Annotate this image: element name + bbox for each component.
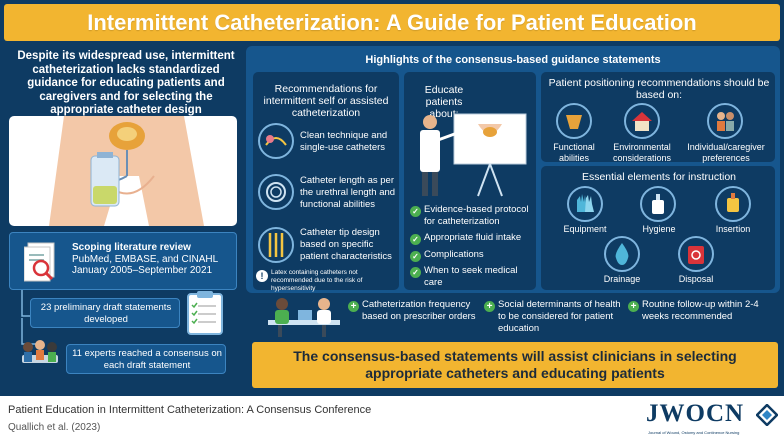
journal-logo: JWOCN (646, 400, 745, 427)
expert-consensus-text: 11 experts reached a consensus on each d… (72, 348, 222, 371)
latex-warning: Latex containing catheters not recommend… (271, 269, 363, 292)
gloves-icon (567, 186, 603, 222)
check-icon: ✓ (410, 234, 421, 245)
scoping-review-box: Scoping literature review PubMed, EMBASE… (9, 232, 237, 290)
recommendations-heading: Recommendations for intermittent self or… (263, 83, 389, 119)
journal-subtitle: Journal of Wound, Ostomy and Continence … (648, 430, 740, 435)
bottom-point-1: Catheterization frequency based on presc… (362, 299, 476, 322)
check-icon: ✓ (410, 267, 421, 278)
expert-panel-icon (22, 340, 58, 363)
essential-item-drainage: Drainage (603, 274, 641, 284)
recommendation-item-3: Catheter tip design based on specific pa… (300, 227, 392, 262)
plus-icon: + (484, 301, 495, 312)
title-banner: Intermittent Catheterization: A Guide fo… (4, 4, 780, 41)
plus-icon: + (348, 301, 359, 312)
plus-icon: + (628, 301, 639, 312)
draft-statements-box: 23 preliminary draft statements develope… (30, 298, 180, 328)
infographic-board: Intermittent Catheterization: A Guide fo… (0, 0, 784, 396)
bottom-point-3: Routine follow-up within 2-4 weeks recom… (642, 299, 759, 322)
educate-item-3: Complications (424, 249, 484, 260)
bottom-point-2: Social determinants of health to be cons… (498, 299, 621, 334)
diamond-logo-icon (756, 404, 778, 426)
warning-icon: ! (256, 270, 268, 282)
functional-ability-icon (556, 103, 592, 139)
review-sources: PubMed, EMBASE, and CINAHL (72, 253, 219, 265)
anatomy-illustration (9, 116, 237, 226)
positioning-item-2: Environmental considerations (612, 142, 672, 163)
patient-consultation-icon (268, 298, 340, 337)
citation: Quallich et al. (2023) (8, 422, 101, 433)
recommendation-item-2: Catheter length as per the urethral leng… (300, 175, 396, 210)
essential-heading: Essential elements for instruction (581, 171, 737, 183)
check-icon: ✓ (410, 206, 421, 217)
review-dates: January 2005–September 2021 (72, 265, 213, 276)
educate-item-2: Appropriate fluid intake (424, 232, 522, 243)
soap-icon (640, 186, 676, 222)
single-use-catheter-icon (258, 123, 294, 159)
educate-item-1: Evidence-based protocol for catheterizat… (424, 204, 529, 227)
water-drop-icon (604, 236, 640, 272)
clinician-presentation-icon (420, 113, 527, 197)
footer: Patient Education in Intermittent Cathet… (0, 396, 784, 441)
caregiver-icon (707, 103, 743, 139)
highlights-heading: Highlights of the consensus-based guidan… (365, 54, 661, 66)
expert-consensus-box: 11 experts reached a consensus on each d… (66, 344, 226, 374)
catheter-length-icon (258, 174, 294, 210)
conclusion-banner: The consensus-based statements will assi… (252, 342, 778, 388)
conclusion-text: The consensus-based statements will assi… (293, 348, 737, 381)
paper-title: Patient Education in Intermittent Cathet… (8, 404, 372, 416)
educate-item-4: When to seek medical care (424, 265, 518, 288)
syringe-icon (715, 186, 751, 222)
educate-heading: Educate patients about: (424, 84, 464, 120)
page-title: Intermittent Catheterization: A Guide fo… (87, 9, 697, 35)
essential-item-hygiene: Hygiene (642, 224, 676, 234)
check-icon: ✓ (410, 251, 421, 262)
biohazard-bin-icon (678, 236, 714, 272)
essential-item-insertion: Insertion (715, 224, 751, 234)
document-search-icon (24, 242, 55, 282)
intro-text: Despite its widespread use, intermittent… (17, 50, 235, 116)
draft-statements-text: 23 preliminary draft statements develope… (40, 302, 172, 325)
home-environment-icon (624, 103, 660, 139)
positioning-item-3: Individual/caregiver preferences (687, 142, 765, 163)
positioning-item-1: Functional abilities (553, 142, 595, 163)
positioning-heading: Patient positioning recommendations shou… (548, 77, 770, 101)
essential-item-equipment: Equipment (563, 224, 607, 234)
clipboard-checklist-icon (187, 291, 223, 335)
catheter-anatomy-icon (49, 116, 204, 226)
catheter-tip-icon (258, 227, 294, 263)
recommendation-item-1: Clean technique and single-use catheters (300, 130, 388, 153)
essential-item-disposal: Disposal (678, 274, 714, 284)
review-title: Scoping literature review (72, 242, 191, 253)
